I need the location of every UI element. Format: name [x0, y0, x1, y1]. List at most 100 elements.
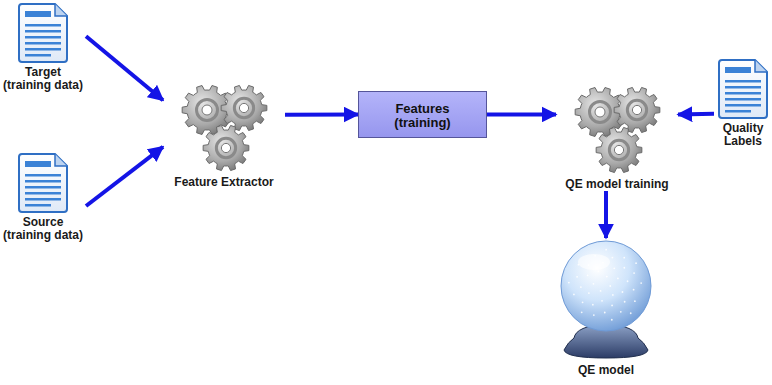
- gear-ring: [197, 100, 218, 121]
- ball-icon: [556, 238, 656, 360]
- document-line: [25, 30, 61, 33]
- sparkle: [627, 280, 629, 282]
- sparkle: [581, 311, 583, 313]
- sparkle: [601, 300, 603, 302]
- sparkle: [612, 294, 614, 296]
- sparkle: [611, 257, 613, 259]
- gears-icon: [178, 78, 270, 174]
- gear-ring: [590, 102, 611, 123]
- flow-arrow: [86, 36, 163, 100]
- doc-icon: [717, 58, 769, 120]
- sparkle: [620, 311, 622, 313]
- sparkle: [622, 291, 624, 293]
- flow-arrow: [678, 112, 714, 117]
- gear: [596, 127, 642, 172]
- sparkle: [588, 292, 590, 294]
- document-line: [25, 36, 61, 39]
- doc-icon: [17, 152, 69, 214]
- document-heading: [25, 161, 51, 167]
- sparkle: [613, 267, 615, 269]
- flow-arrow: [487, 112, 556, 116]
- node-label: Target (training data): [1, 66, 85, 92]
- document-line: [25, 48, 61, 51]
- document-line: [25, 42, 61, 45]
- document-line: [25, 192, 61, 195]
- sparkle: [593, 283, 595, 285]
- document-node: Target (training data): [0, 2, 86, 92]
- gear-ring: [234, 98, 253, 117]
- sparkle: [611, 319, 613, 321]
- sparkle: [623, 267, 625, 269]
- gear-hole: [632, 105, 641, 114]
- sparkle: [604, 312, 606, 314]
- document-line: [25, 24, 61, 27]
- sparkle: [640, 282, 642, 284]
- sparkle: [598, 270, 600, 272]
- document-line: [25, 186, 61, 189]
- gear-ring: [216, 138, 235, 157]
- document-line: [725, 92, 761, 95]
- sparkle: [587, 274, 589, 276]
- gear: [614, 87, 660, 132]
- node-label: Quality Labels: [715, 122, 771, 148]
- document-heading: [725, 67, 751, 73]
- document-line: [725, 86, 761, 89]
- flow-arrow: [86, 147, 163, 206]
- document-node: Quality Labels: [714, 58, 772, 148]
- sparkle: [633, 272, 635, 274]
- sparkle: [568, 282, 570, 284]
- sparkle: [573, 294, 575, 296]
- sparkle: [582, 301, 584, 303]
- node-label: Source (training data): [1, 216, 85, 242]
- flow-arrow: [604, 191, 608, 238]
- sparkle: [606, 276, 608, 278]
- gears-icon: [571, 80, 663, 176]
- gear: [203, 125, 249, 170]
- document-heading: [25, 11, 51, 17]
- gear: [221, 85, 267, 130]
- sparkle: [623, 257, 625, 259]
- gear-hole: [221, 143, 230, 152]
- node-label: QE model training: [557, 178, 677, 191]
- doc-icon: [17, 2, 69, 64]
- document-line: [725, 110, 751, 113]
- gear-ring: [627, 100, 646, 119]
- process-gears: Feature Extractor: [163, 78, 285, 189]
- sparkle: [633, 289, 635, 291]
- sparkle: [593, 314, 595, 316]
- document-line: [725, 104, 761, 107]
- crystal-ball: [561, 241, 651, 331]
- node-label: QE model: [551, 364, 661, 377]
- gear-hole: [614, 145, 623, 154]
- sparkle: [609, 285, 611, 287]
- node-label: Features (training): [383, 102, 463, 130]
- sparkle: [634, 300, 636, 302]
- sparkle: [635, 262, 637, 264]
- document-line: [25, 180, 61, 183]
- document-node: Source (training data): [0, 152, 86, 242]
- gear-ring: [609, 140, 628, 159]
- document-line: [725, 98, 761, 101]
- gear-hole: [202, 105, 212, 115]
- document-outline: [719, 60, 767, 118]
- sparkle: [576, 276, 578, 278]
- process-box: Features (training): [358, 91, 487, 138]
- process-gears: QE model training: [556, 80, 678, 191]
- document-fold: [55, 154, 67, 166]
- sparkle: [630, 312, 632, 314]
- document-line: [25, 174, 61, 177]
- node-label: Feature Extractor: [164, 176, 284, 189]
- document-line: [25, 204, 51, 207]
- sparkle: [592, 304, 594, 306]
- model-node: QE model: [550, 238, 662, 377]
- document-line: [25, 198, 61, 201]
- sparkle: [624, 301, 626, 303]
- document-fold: [755, 60, 767, 72]
- sparkle: [600, 290, 602, 292]
- document-line: [725, 80, 761, 83]
- sparkle: [605, 249, 607, 251]
- sparkle: [617, 278, 619, 280]
- gear-hole: [239, 103, 248, 112]
